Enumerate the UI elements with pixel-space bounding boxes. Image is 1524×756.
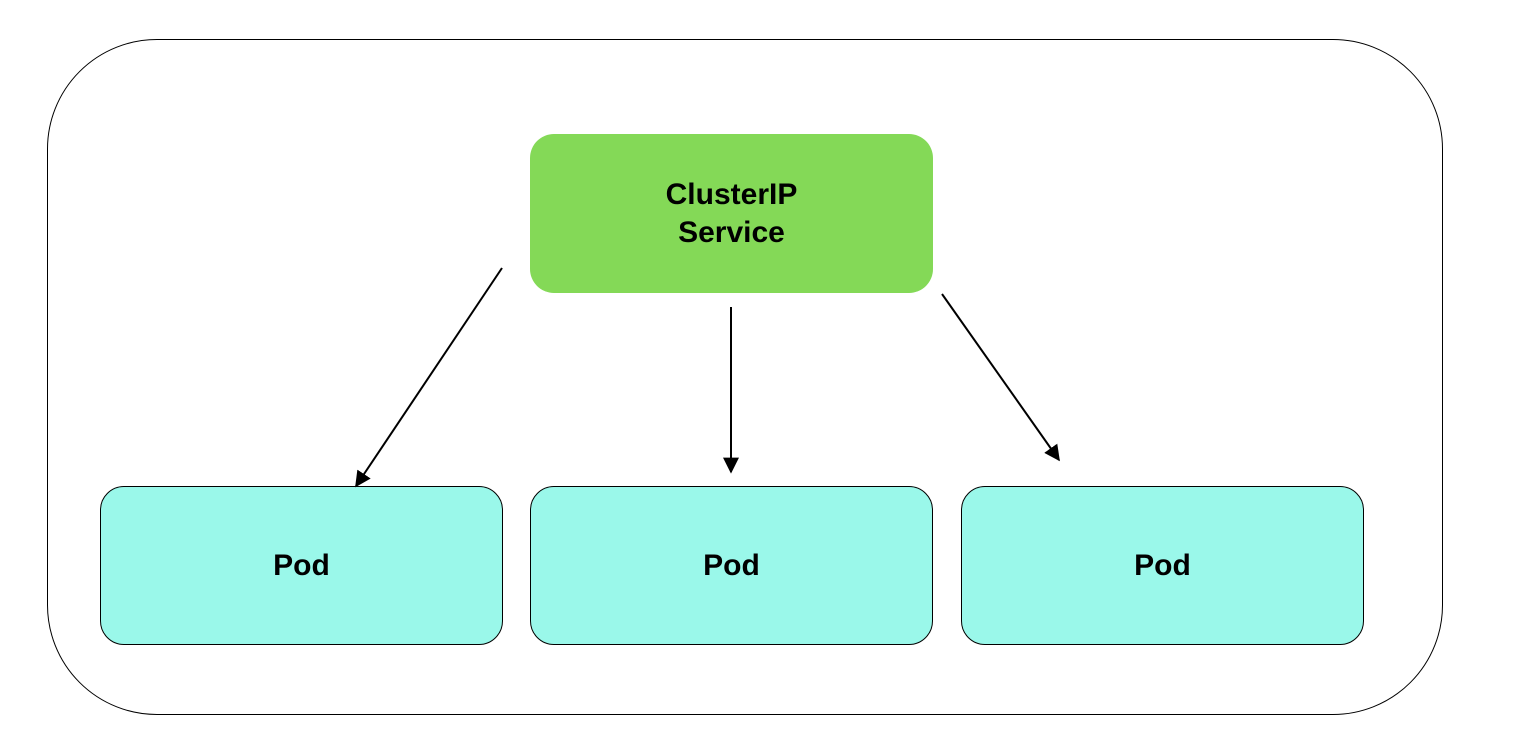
- pod-label-2: Pod: [703, 548, 760, 582]
- service-label: ClusterIP Service: [666, 176, 798, 252]
- pod-node-2: Pod: [530, 486, 933, 645]
- service-label-line1: ClusterIP: [665, 177, 798, 211]
- pod-label-1: Pod: [273, 548, 330, 582]
- service-label-line2: Service: [678, 215, 785, 249]
- pod-node-3: Pod: [961, 486, 1364, 645]
- clusterip-service-node: ClusterIP Service: [530, 134, 933, 293]
- pod-node-1: Pod: [100, 486, 503, 645]
- pod-label-3: Pod: [1134, 548, 1191, 582]
